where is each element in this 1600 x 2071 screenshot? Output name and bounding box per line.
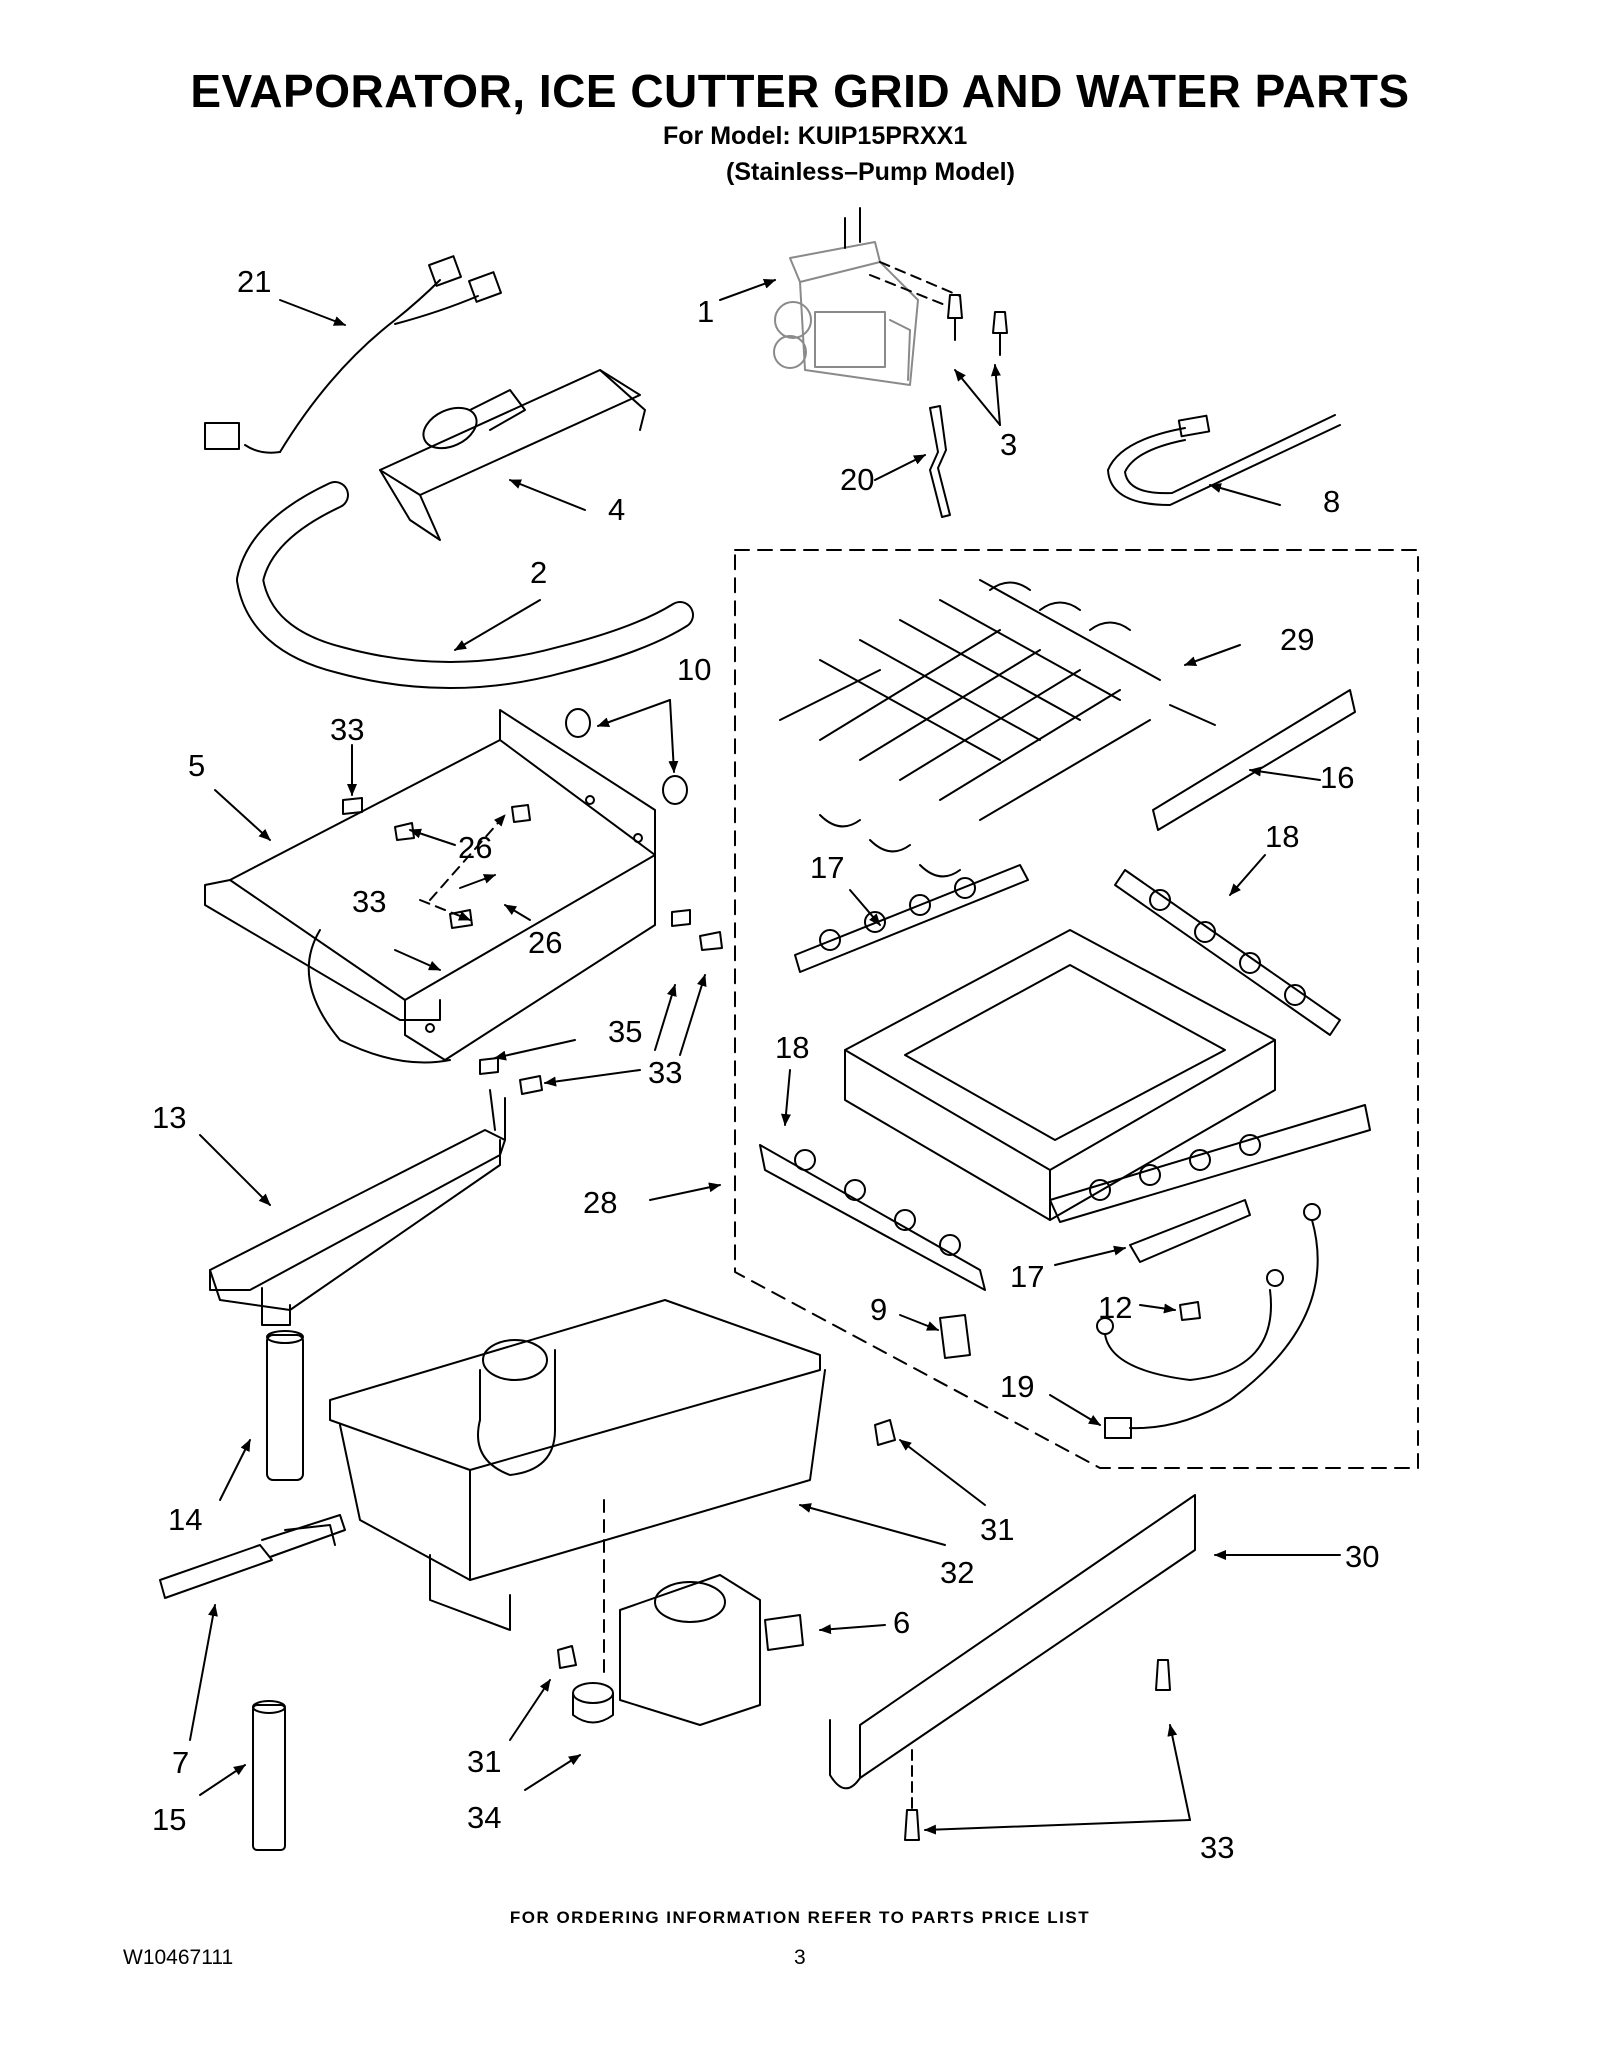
callout-8: 8 [1323, 484, 1340, 519]
callout-26-lower: 26 [528, 925, 562, 960]
strip-part [1152, 689, 1356, 831]
page-title: EVAPORATOR, ICE CUTTER GRID AND WATER PA… [190, 65, 1410, 117]
callout-29: 29 [1280, 622, 1314, 657]
callout-33-right: 33 [648, 1055, 682, 1090]
grommet-parts [565, 708, 688, 805]
callout-14: 14 [168, 1502, 202, 1537]
valve-screw-parts [947, 294, 1008, 356]
callout-19: 19 [1000, 1369, 1034, 1404]
callout-28: 28 [583, 1185, 617, 1220]
callout-7: 7 [172, 1745, 189, 1780]
clip-part [929, 405, 951, 518]
callout-32: 32 [940, 1555, 974, 1590]
evaporator-coil-part [779, 579, 1216, 878]
callout-34: 34 [467, 1800, 501, 1835]
callout-15: 15 [152, 1802, 186, 1837]
callout-16: 16 [1320, 760, 1354, 795]
panel-screw-lower [904, 1809, 920, 1841]
callout-18-left: 18 [775, 1030, 809, 1065]
fastener-31-upper [874, 1419, 896, 1446]
water-valve-part [773, 207, 919, 386]
drain-tube-part [159, 1514, 346, 1599]
callout-18-right: 18 [1265, 819, 1299, 854]
evaporator-bracket-part [204, 709, 656, 1064]
tubing-part [1107, 414, 1341, 506]
document-number: W10467111 [123, 1946, 234, 1969]
callout-33-lower-right: 33 [1200, 1830, 1234, 1865]
panel-part [829, 1494, 1196, 1790]
ordering-note: FOR ORDERING INFORMATION REFER TO PARTS … [509, 1908, 1091, 1927]
water-trough-part [209, 1089, 506, 1326]
page-number: 3 [794, 1946, 806, 1969]
callout-5: 5 [188, 748, 205, 783]
leader-arrows [189, 279, 1341, 1835]
callout-17-lower: 17 [1010, 1259, 1044, 1294]
panel-screw-upper [1155, 1659, 1171, 1691]
callout-17-upper: 17 [810, 850, 844, 885]
evaporator-assembly-boundary [734, 549, 1419, 1469]
tube-15-part [252, 1700, 286, 1851]
cutter-rail-lower-left [759, 1144, 986, 1291]
callout-20: 20 [840, 462, 874, 497]
ground-wire-part [1096, 1203, 1321, 1439]
cutter-rail-upper-right [1114, 869, 1341, 1036]
fastener-31-lower [557, 1645, 577, 1669]
callout-13: 13 [152, 1100, 186, 1135]
cap-part [572, 1682, 614, 1724]
callout-33-upper: 33 [330, 712, 364, 747]
cutter-rail-lower-right [1049, 1104, 1371, 1223]
callout-3: 3 [1000, 427, 1017, 462]
callout-6: 6 [893, 1605, 910, 1640]
reservoir-part [329, 1299, 826, 1631]
pump-part [619, 1574, 804, 1726]
model-line: For Model: KUIP15PRXX1 [663, 122, 968, 150]
clip-9-part [939, 1314, 971, 1359]
callout-12: 12 [1098, 1290, 1132, 1325]
callout-33-middle: 33 [352, 884, 386, 919]
wire-harness-part [204, 255, 502, 454]
ground-screw-part [1179, 1301, 1201, 1321]
callout-4: 4 [608, 492, 625, 527]
hose-14-part [266, 1330, 304, 1481]
cutter-rail-upper-left [794, 864, 1029, 973]
callout-31-upper: 31 [980, 1512, 1014, 1547]
bracket-17-lower [1129, 1199, 1251, 1263]
callout-9: 9 [870, 1292, 887, 1327]
callout-10: 10 [677, 652, 711, 687]
callout-31-lower: 31 [467, 1744, 501, 1779]
callout-35: 35 [608, 1014, 642, 1049]
callout-26-upper: 26 [458, 830, 492, 865]
callout-2: 2 [530, 555, 547, 590]
callout-30: 30 [1345, 1539, 1379, 1574]
tube-holder-part [379, 369, 646, 541]
callout-21: 21 [237, 264, 271, 299]
callout-1: 1 [697, 294, 714, 329]
variant-line: (Stainless–Pump Model) [726, 158, 1015, 186]
